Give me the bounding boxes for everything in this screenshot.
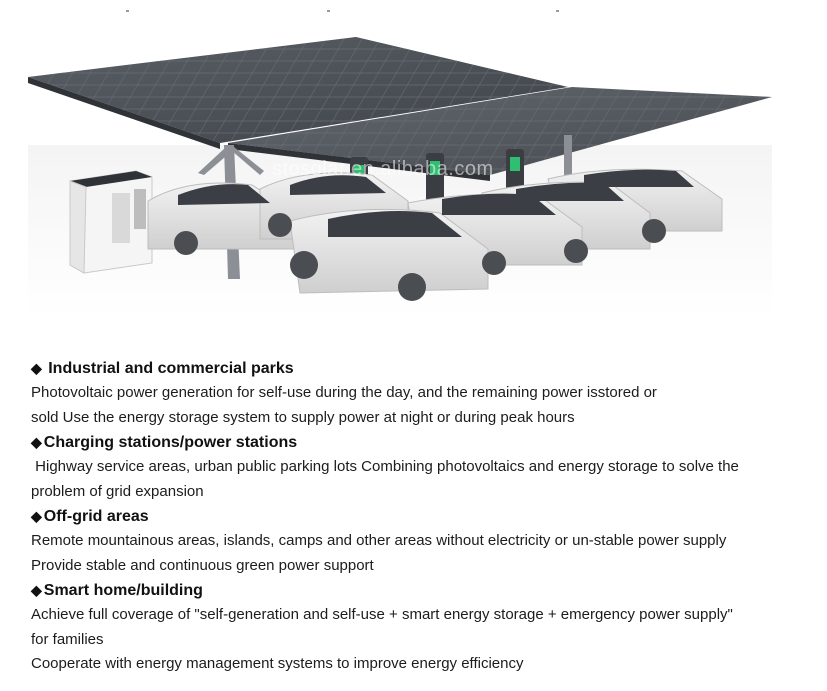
section-industrial-parks: ◆ Industrial and commercial parks Photov… — [31, 356, 821, 430]
application-scenarios: ◆ Industrial and commercial parks Photov… — [31, 356, 821, 677]
body-line: Cooperate with energy management systems… — [31, 655, 524, 672]
body-line: problem of grid expansion — [31, 482, 204, 500]
energy-storage-cabinet — [69, 170, 153, 274]
section-off-grid: ◆Off-grid areas Remote mountainous areas… — [31, 504, 821, 578]
heading-text: Charging stations/power stations — [43, 434, 298, 451]
watermark-text: stosolar.en.alibaba.com — [272, 158, 494, 180]
diamond-bullet-icon: ◆ — [31, 360, 42, 376]
heading-text: Industrial and commercial parks — [48, 360, 294, 377]
heading-text: Smart home/building — [43, 582, 203, 599]
diamond-bullet-icon: ◆ — [31, 434, 42, 450]
section-charging-stations: ◆Charging stations/power stations Highwa… — [31, 430, 821, 504]
diamond-bullet-icon: ◆ — [31, 508, 42, 524]
body-line: Remote mountainous areas, islands, camps… — [31, 532, 727, 549]
heading-text: Off-grid areas — [43, 508, 149, 525]
body-line: Photovoltaic power generation for self-u… — [31, 384, 657, 401]
section-heading: ◆Smart home/building — [31, 578, 821, 603]
top-edge-artifacts — [0, 8, 827, 14]
section-smart-home: ◆Smart home/building Achieve full covera… — [31, 578, 821, 677]
section-heading: ◆ Industrial and commercial parks — [31, 356, 821, 381]
section-heading: ◆Off-grid areas — [31, 504, 821, 529]
body-line: Provide stable and continuous green powe… — [31, 556, 374, 574]
car-windows — [178, 169, 694, 237]
body-line: for families — [31, 630, 104, 648]
solar-canopy-left — [28, 37, 568, 149]
section-heading: ◆Charging stations/power stations — [31, 430, 821, 455]
body-line: Highway service areas, urban public park… — [31, 458, 739, 475]
solar-carport-illustration: stosolar.en.alibaba.com — [28, 37, 772, 318]
car-wheels — [174, 213, 666, 301]
diamond-bullet-icon: ◆ — [31, 582, 42, 598]
solar-carport-photo: stosolar.en.alibaba.com — [28, 25, 772, 318]
body-line: sold Use the energy storage system to su… — [31, 408, 575, 426]
body-line: Achieve full coverage of "self-generatio… — [31, 606, 733, 623]
